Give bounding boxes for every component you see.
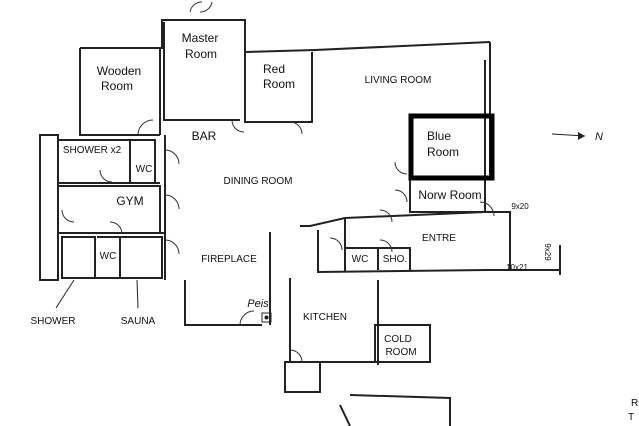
label-wc-2: WC xyxy=(100,251,117,262)
label-dining-room: DINING ROOM xyxy=(224,176,293,187)
label-shower-x2: SHOWER x2 xyxy=(63,145,122,156)
label-sho: SHO. xyxy=(383,254,407,265)
doors xyxy=(61,1,495,363)
label-red-room-1: Red xyxy=(263,62,285,76)
label-wooden-room-2: Room xyxy=(101,79,133,93)
room-labels: Wooden Room Master Room Red Room LIVING … xyxy=(31,31,482,358)
dim-label-c: 9x29 xyxy=(543,243,552,261)
dim-label-a: 9x20 xyxy=(511,202,529,211)
margin-label-b: T xyxy=(628,412,634,423)
label-bar: BAR xyxy=(192,129,217,143)
label-living-room: LIVING ROOM xyxy=(365,75,432,86)
peis-label: Peis xyxy=(247,298,269,310)
label-cold-room-2: ROOM xyxy=(385,347,416,358)
label-fireplace: FIREPLACE xyxy=(201,254,257,265)
label-blue-room-2: Room xyxy=(427,145,459,159)
label-wc-3: WC xyxy=(352,254,369,265)
blue-room-highlight xyxy=(408,113,495,181)
label-entre: ENTRE xyxy=(422,233,456,244)
shower-leader xyxy=(55,279,75,309)
label-wc-1: WC xyxy=(136,164,153,175)
walls xyxy=(39,19,561,426)
label-red-room-2: Room xyxy=(263,77,295,91)
label-wooden-room-1: Wooden xyxy=(97,64,141,78)
north-arrow-icon xyxy=(551,132,586,140)
label-norw-room: Norw Room xyxy=(418,188,481,202)
label-master-room-2: Room xyxy=(185,47,217,61)
fireplace-icon xyxy=(261,312,272,323)
label-shower: SHOWER xyxy=(31,316,76,327)
north-label: N xyxy=(595,131,603,143)
dim-label-b: 10x21 xyxy=(506,263,528,272)
margin-label-a: R xyxy=(631,398,638,409)
label-gym: GYM xyxy=(116,194,143,208)
annotations: N Peis 9x20 10x21 9x29 R T xyxy=(247,131,638,423)
label-blue-room-1: Blue xyxy=(427,129,451,143)
label-cold-room-1: COLD xyxy=(384,334,412,345)
sauna-leader xyxy=(136,279,139,309)
label-kitchen: KITCHEN xyxy=(303,312,347,323)
label-master-room-1: Master xyxy=(182,31,219,45)
label-sauna: SAUNA xyxy=(121,316,156,327)
